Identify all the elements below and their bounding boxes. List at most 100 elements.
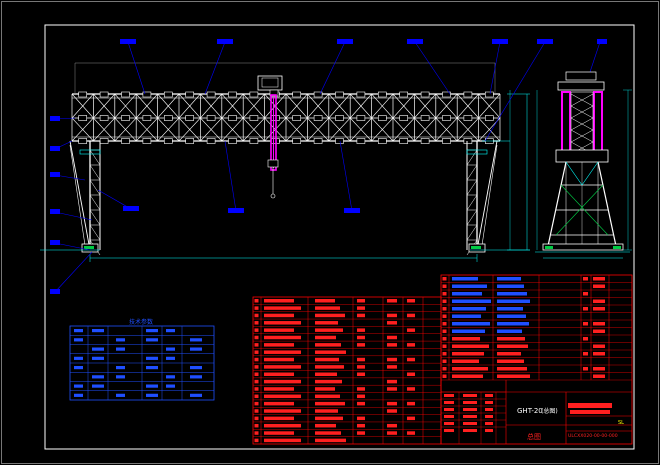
chord-plate — [185, 138, 194, 144]
leg-brace — [89, 209, 101, 226]
title-block-text — [568, 403, 612, 408]
truss-diagonal — [200, 93, 223, 119]
leg-brace — [466, 224, 478, 241]
parts-cell-text — [407, 401, 415, 406]
parts-cell-text — [264, 387, 294, 391]
parts-cell-text — [254, 409, 259, 413]
callout-tag — [123, 206, 139, 211]
chord-plate — [313, 115, 323, 121]
tech-table-cell-text — [190, 366, 202, 370]
leg-brace — [89, 224, 101, 241]
chord-plate — [399, 115, 409, 121]
parts-cell-text — [315, 357, 339, 362]
parts-cell-text — [452, 284, 487, 288]
tech-table-cell-text — [146, 366, 158, 370]
parts-cell-text — [387, 401, 397, 406]
chord-plate — [121, 91, 130, 98]
parts-cell-text — [357, 299, 365, 303]
parts-cell-text — [442, 352, 447, 356]
leader-line — [54, 251, 93, 293]
chord-plate — [420, 138, 430, 144]
parts-cell-text — [593, 299, 605, 303]
leader-line — [204, 41, 226, 95]
truss-diagonal — [349, 117, 372, 142]
callout-tag — [50, 146, 60, 151]
tech-table-cell-text — [146, 356, 158, 360]
parts-cell-text — [593, 344, 605, 348]
chord-plate — [463, 91, 473, 98]
hoist-cable — [270, 94, 277, 171]
chord-plate — [442, 138, 451, 144]
parts-cell-text — [264, 401, 294, 406]
parts-cell-text — [442, 367, 447, 371]
parts-cell-text — [254, 313, 259, 318]
chord-plate — [399, 138, 409, 144]
leg-brace — [466, 179, 478, 196]
parts-cell-text — [264, 394, 301, 399]
parts-cell-text — [442, 337, 447, 341]
parts-cell-text — [442, 284, 447, 288]
parts-cell-text — [387, 379, 397, 384]
truss-diagonal — [221, 93, 244, 119]
chord-plate — [164, 91, 173, 98]
truss-diagonal — [242, 117, 265, 142]
chord-plate — [420, 91, 430, 98]
parts-cell-text — [407, 357, 415, 362]
side-cross-brace — [560, 184, 609, 236]
title-block-text — [485, 429, 493, 432]
truss-diagonal — [242, 93, 265, 119]
parts-cell-text — [387, 299, 397, 303]
parts-cell-text — [357, 394, 365, 399]
title-block-text — [463, 422, 477, 425]
parts-cell-text — [315, 299, 335, 303]
parts-cell-text — [357, 343, 365, 347]
leader-line — [54, 211, 93, 221]
parts-cell-text — [442, 299, 447, 303]
parts-cell-text — [387, 313, 397, 318]
chord-plate — [292, 138, 302, 144]
parts-cell-text — [452, 322, 490, 326]
parts-cell-text — [387, 343, 397, 347]
truss-diagonal — [414, 117, 437, 142]
tech-table-cell-text — [74, 329, 83, 333]
chord-plate — [228, 115, 237, 121]
chord-plate — [78, 115, 87, 121]
title-block-text — [444, 394, 454, 397]
title-block-text — [444, 422, 454, 425]
chord-plate — [228, 138, 237, 144]
parts-cell-text — [315, 387, 335, 391]
parts-cell-text — [583, 292, 588, 296]
parts-cell-text — [357, 431, 365, 435]
truss-diagonal — [135, 117, 158, 142]
parts-cell-text — [442, 344, 447, 348]
scale-label: SL — [618, 420, 624, 426]
parts-cell-text — [315, 335, 336, 340]
chord-plate — [313, 138, 323, 144]
title-block-text — [444, 415, 454, 418]
parts-cell-text — [264, 431, 294, 435]
parts-cell-text — [264, 321, 301, 325]
title-block-text — [463, 394, 477, 397]
chord-plate — [249, 115, 259, 121]
leg-brace — [466, 149, 478, 166]
parts-cell-text — [254, 401, 259, 406]
parts-cell-text — [497, 277, 521, 281]
tech-table-cell-text — [116, 347, 125, 351]
parts-cell-text — [264, 313, 294, 318]
parts-cell-text — [264, 328, 294, 332]
parts-cell-text — [315, 343, 341, 347]
parts-cell-text — [357, 313, 365, 318]
parts-cell-text — [442, 314, 447, 318]
parts-cell-text — [315, 365, 344, 369]
callout-tag — [228, 208, 244, 213]
parts-cell-text — [452, 374, 483, 378]
parts-cell-text — [497, 352, 521, 356]
parts-cell-text — [264, 416, 294, 421]
parts-cell-text — [442, 359, 447, 363]
callout-tag — [50, 289, 60, 294]
parts-cell-text — [442, 292, 447, 296]
parts-cell-text — [583, 337, 588, 341]
parts-cell-text — [452, 344, 489, 348]
tech-table-title: 技术参数 — [129, 318, 153, 326]
